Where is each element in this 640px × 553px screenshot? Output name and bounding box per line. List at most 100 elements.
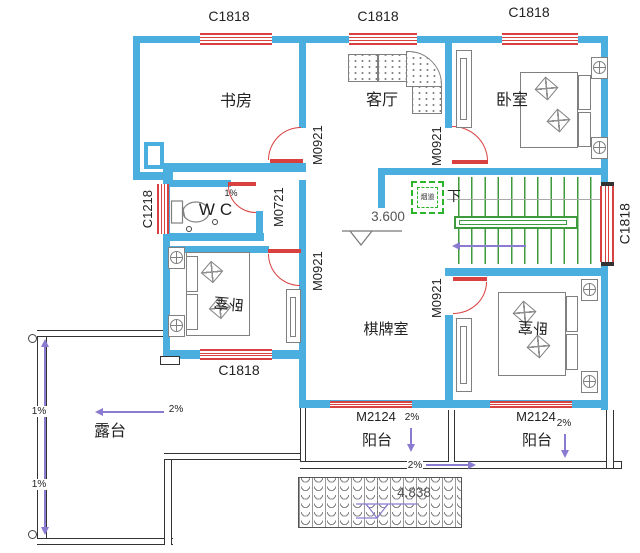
bed-cushion: [186, 294, 198, 330]
drain-circle: [28, 530, 37, 539]
wardrobe-inner: [460, 326, 467, 384]
wall-wc-top: [163, 180, 231, 187]
stair-flight-line: [447, 199, 600, 200]
door-bedbr-swing: [453, 282, 487, 314]
balcony-right-edge: [606, 410, 614, 468]
terrace-slope-line-2: [100, 411, 164, 413]
bed-cushion: [578, 112, 591, 147]
stair-direction-arrow: [460, 245, 526, 247]
terrace-slope-line: [44, 344, 46, 528]
balcony-slope-line: [564, 434, 566, 450]
wall-living-bedroom-divider: [445, 43, 452, 128]
room-label-balcony-2: 阳台: [521, 432, 552, 449]
lamp-icon: [593, 141, 606, 154]
wall-jamb: [160, 356, 180, 365]
wardrobe-inner: [460, 58, 467, 120]
canopy-roof-tiles: [298, 477, 462, 528]
window-c1818-bedml: [200, 349, 272, 360]
terrace-slope-2: 2%: [168, 404, 184, 415]
room-label-living: 客厅: [365, 92, 398, 109]
wall-wc-right: [256, 211, 263, 240]
wc-slope: 1%: [224, 188, 238, 198]
door-study-leaf: [270, 159, 303, 163]
bed-cushion: [566, 334, 578, 370]
door-label-m0921: M0921: [309, 125, 325, 166]
window-c1818-top-3: [502, 33, 578, 45]
room-label-bedroom-tr: 卧室: [495, 92, 528, 109]
room-label-wc: WC: [198, 200, 238, 219]
room-label-bedroom-br: 卧室: [517, 317, 549, 337]
slope-arrowhead-down: [41, 527, 49, 535]
niche-shaft: [144, 142, 164, 169]
wall-bottom: [299, 400, 608, 408]
slope-arrowhead-left: [95, 408, 103, 416]
stair-arrowhead: [452, 242, 460, 250]
balcony-slope-line: [410, 428, 412, 444]
door-bedroom-tr-leaf: [452, 160, 488, 164]
window-label-c1818: C1818: [508, 4, 550, 20]
bed-cushion: [566, 296, 578, 332]
room-label-game: 棋牌室: [363, 321, 409, 338]
wall-study-right: [299, 43, 306, 128]
balcony-divider: [448, 410, 455, 462]
wall-stairhall-top: [378, 168, 608, 175]
door-bedml-swing: [268, 254, 300, 286]
window-c1818-top-1: [200, 33, 272, 45]
balcony-spout: [613, 461, 622, 469]
lamp-icon: [583, 375, 596, 388]
drain-circle: [28, 334, 37, 343]
wall-bedml-top: [163, 246, 269, 253]
stair-down-label: 下: [447, 188, 461, 204]
wall-game-bedroom-divider: [445, 315, 453, 400]
canopy-centerline: [377, 477, 378, 528]
slope-arrowhead-down: [407, 444, 415, 452]
terrace-slope-1: 1%: [30, 479, 48, 490]
door-bedbr-leaf: [453, 277, 487, 281]
door-label-m2124: M2124: [516, 409, 556, 424]
flue-label: 烟道: [420, 194, 435, 201]
door-label-m0921: M0921: [428, 126, 444, 167]
level-canopy: 4.838: [397, 485, 431, 500]
room-label-terrace: 露台: [93, 423, 126, 440]
rail-slope: 2%: [407, 460, 423, 471]
bed-cushion: [186, 256, 198, 292]
terrace-bottom-edge: [37, 538, 173, 545]
balcony-slope: 2%: [556, 418, 572, 429]
door-m2124-bedbr: [490, 401, 572, 408]
floor-drain-icon: [212, 219, 218, 225]
door-wc-leaf: [228, 182, 256, 186]
door-m2124-game: [330, 401, 412, 408]
window-cap: [601, 262, 614, 266]
balcony-left-edge: [300, 408, 306, 462]
lamp-icon: [583, 283, 596, 296]
room-label-balcony-1: 阳台: [361, 432, 392, 449]
level-flag-icon-purple: [356, 503, 418, 519]
wardrobe-inner: [290, 297, 296, 337]
level-flag-icon: [342, 230, 402, 246]
flue-shaft-inner: [417, 187, 438, 208]
floor-drain-icon: [186, 226, 192, 232]
wall-bedml-left: [163, 180, 170, 359]
bed: [498, 292, 566, 376]
window-cap: [601, 182, 614, 186]
wall-gameroom-left: [299, 250, 306, 408]
slope-arrowhead-up: [41, 339, 49, 347]
door-study-swing: [268, 127, 301, 160]
terrace-top-edge: [37, 330, 163, 337]
wall-stairhall-bottom: [445, 268, 608, 276]
door-label-m0721: M0721: [270, 187, 286, 228]
toilet-icon: [170, 200, 210, 224]
terrace-slope-1: 1%: [30, 406, 48, 417]
balcony-slope: 2%: [404, 412, 420, 423]
lamp-icon: [170, 251, 183, 264]
terrace-left-edge: [37, 330, 47, 545]
door-label-m0921: M0921: [428, 278, 444, 319]
sofa-seat: [378, 54, 408, 82]
window-label-c1818: C1818: [218, 362, 260, 378]
window-label-c1818: C1818: [616, 203, 633, 245]
window-label-c1218: C1218: [139, 189, 155, 229]
window-c1218-wc: [157, 184, 169, 234]
wall-niche-bottom: [133, 172, 173, 180]
wall-stair-stub: [378, 168, 385, 208]
